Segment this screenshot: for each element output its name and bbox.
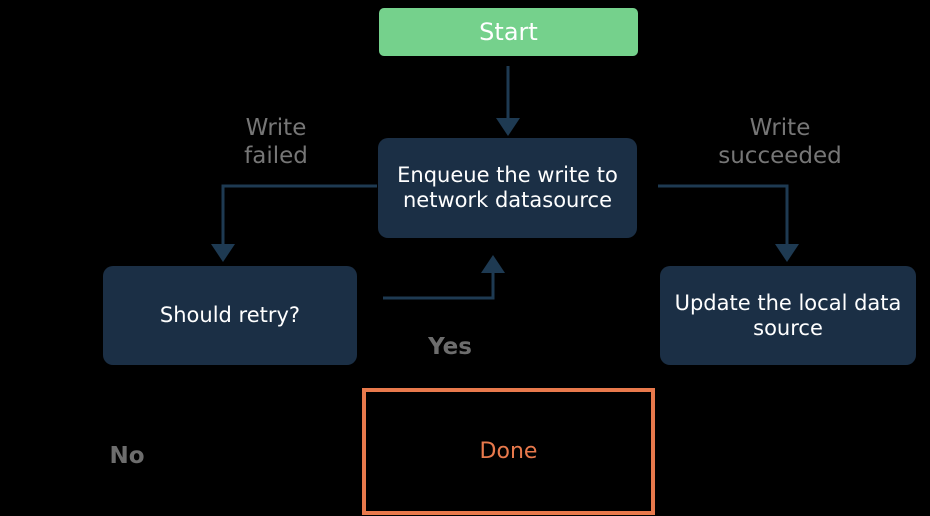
- edge-label-write-succeeded: Write succeeded: [718, 115, 842, 169]
- node-update-local-data-source[interactable]: Update the local data source: [660, 266, 916, 365]
- node-should-retry[interactable]: Should retry?: [103, 266, 357, 365]
- connector-retry-back-to-enqueue: [383, 255, 505, 300]
- node-enqueue-write[interactable]: Enqueue the write to network datasource: [378, 138, 637, 238]
- node-done[interactable]: Done: [362, 388, 655, 515]
- node-start[interactable]: Start: [379, 8, 638, 56]
- connector-enqueue-to-should-retry: [211, 184, 377, 262]
- edge-label-yes: Yes: [428, 334, 472, 360]
- connector-start-to-enqueue: [496, 66, 520, 136]
- edge-label-write-failed: Write failed: [244, 115, 308, 169]
- connector-enqueue-to-update-local: [658, 184, 799, 262]
- edge-label-no: No: [109, 443, 145, 469]
